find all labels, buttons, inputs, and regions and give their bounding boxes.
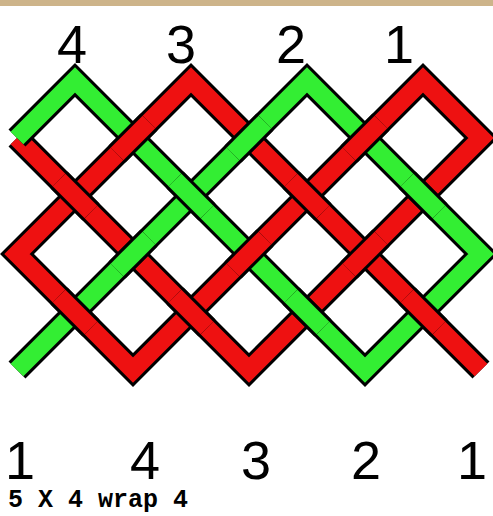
strand-number: 4 <box>130 433 160 487</box>
strand-number: 1 <box>384 17 414 71</box>
strand-number: 4 <box>57 17 87 71</box>
strand-crossing <box>117 122 149 154</box>
strand-crossing <box>233 238 265 270</box>
strands <box>17 80 481 370</box>
strand-crossing <box>59 296 91 328</box>
strand-crossing <box>175 180 207 212</box>
strand-crossing <box>175 296 207 328</box>
strand-crossing <box>349 122 381 154</box>
strand-crossing <box>407 180 439 212</box>
braid-strand <box>17 80 481 370</box>
top-band <box>0 0 493 6</box>
strand-crossing <box>349 238 381 270</box>
strand-crossing <box>233 238 265 270</box>
strand-crossing <box>349 238 381 270</box>
braid-strand <box>17 80 481 370</box>
strand-crossing <box>59 180 91 212</box>
caption: 5 X 4 wrap 4 <box>8 488 188 513</box>
strand-number: 1 <box>457 433 487 487</box>
strand-number: 2 <box>276 17 306 71</box>
strand-crossing <box>117 238 149 270</box>
strand-crossing <box>349 122 381 154</box>
strand-number: 1 <box>5 433 35 487</box>
strand-crossing <box>407 296 439 328</box>
strand-number: 3 <box>241 433 271 487</box>
strand-crossing <box>291 296 323 328</box>
strand-crossing <box>59 180 91 212</box>
strand-crossing <box>291 180 323 212</box>
strand-crossing <box>117 238 149 270</box>
strand-crossing <box>59 296 91 328</box>
strand-crossing <box>175 180 207 212</box>
braid-strand <box>17 80 481 370</box>
strand-crossing <box>175 296 207 328</box>
strand-crossing <box>233 122 265 154</box>
strand-number: 3 <box>166 17 196 71</box>
strand-crossing <box>407 180 439 212</box>
strand-crossing <box>117 122 149 154</box>
strand-crossing <box>233 122 265 154</box>
braid-strand <box>17 80 481 370</box>
strand-crossing <box>291 296 323 328</box>
strand-number: 2 <box>351 433 381 487</box>
strand-crossing <box>291 180 323 212</box>
strand-crossing <box>407 296 439 328</box>
